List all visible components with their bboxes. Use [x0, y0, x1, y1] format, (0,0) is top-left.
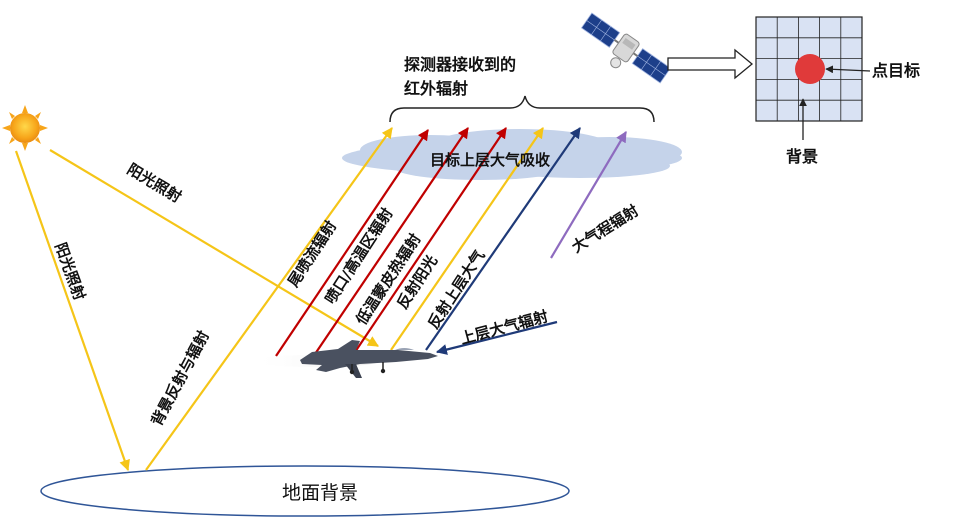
reflected-sun-ray — [390, 127, 544, 351]
sunlight-ray-to-aircraft — [49, 149, 379, 347]
sun-icon — [2, 105, 48, 151]
reflected-atmosphere-ray — [425, 127, 581, 351]
point-target-pointer — [825, 65, 871, 74]
ground-label: 地面背景 — [282, 482, 358, 504]
plume-radiation-label: 尾喷流辐射 — [284, 217, 340, 290]
nozzle-radiation-ray — [314, 127, 469, 355]
background-reflection-label: 背景反射与辐射 — [148, 328, 213, 429]
received-radiation-label-line2: 红外辐射 — [404, 79, 468, 98]
absorption-label: 目标上层大气吸收 — [430, 151, 550, 169]
hollow-arrow-icon — [667, 48, 754, 80]
upper-atmosphere-radiation-ray — [435, 320, 558, 355]
skin-radiation-ray — [354, 127, 507, 353]
received-radiation-bracket — [389, 95, 655, 123]
received-radiation-label-line1: 探测器接收到的 — [404, 55, 516, 74]
plume-radiation-ray — [275, 129, 429, 357]
ground-ellipse — [40, 465, 570, 517]
sunlight-label-left: 阳光照射 — [51, 240, 88, 303]
background-reflection-ray — [145, 127, 393, 471]
upper-atmosphere-cloud — [342, 129, 682, 180]
upper-atmosphere-radiation-label: 上层大气辐射 — [458, 307, 550, 348]
sunlight-ray-to-ground — [14, 150, 130, 472]
fighter-jet-icon — [250, 340, 438, 378]
background-label: 背景 — [786, 147, 818, 166]
point-target-label: 点目标 — [872, 61, 920, 80]
path-radiation-ray — [550, 131, 627, 259]
satellite-icon — [580, 12, 672, 84]
point-target-marker — [795, 54, 825, 84]
